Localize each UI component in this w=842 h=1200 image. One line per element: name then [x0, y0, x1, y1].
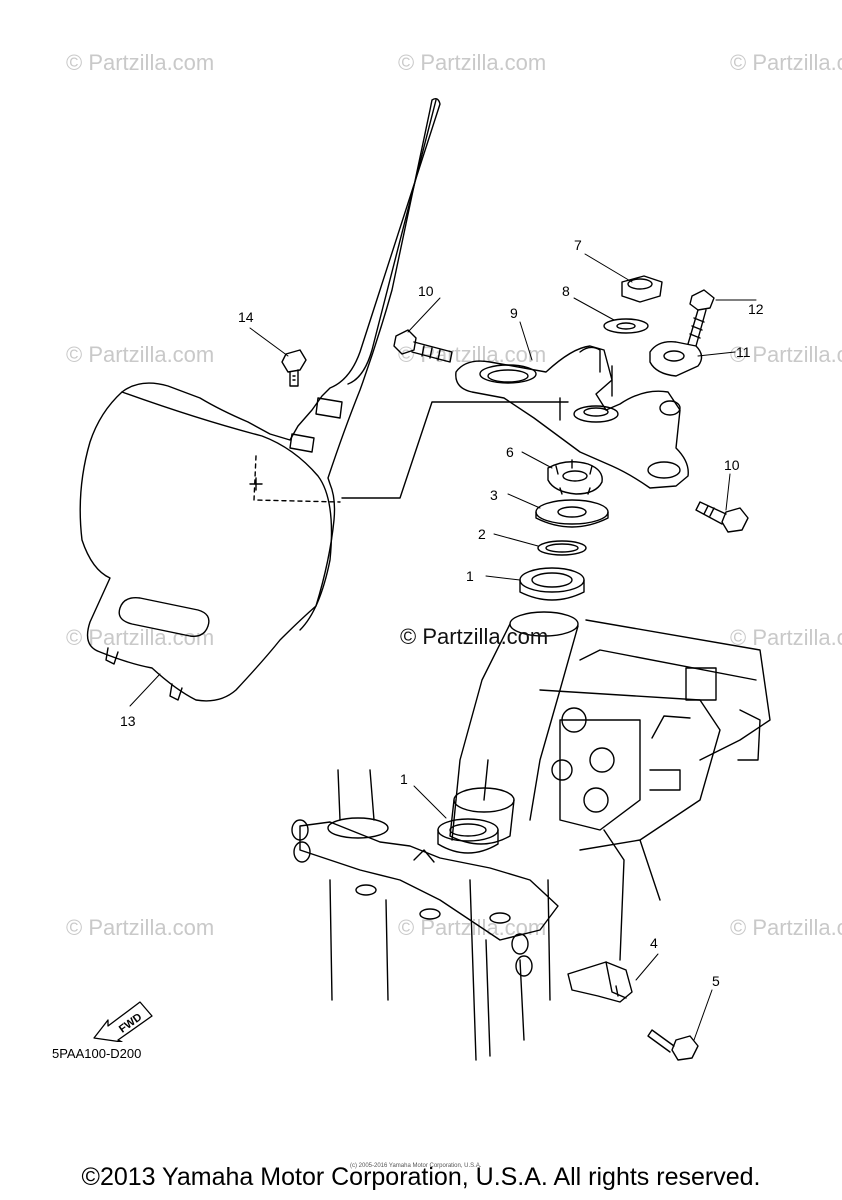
leader-line [341, 401, 569, 499]
callout-8: 8 [562, 283, 570, 299]
bolt-part-10-upper [393, 329, 453, 363]
watermark: © Partzilla.com [730, 50, 842, 75]
lower-bracket [291, 819, 559, 977]
callout-1-lower: 1 [400, 771, 408, 787]
callout-10-upper: 10 [418, 283, 434, 299]
ring-nut-part-6 [547, 459, 603, 495]
washer-part-2 [537, 540, 587, 556]
callout-9: 9 [510, 305, 518, 321]
callout-5: 5 [712, 973, 720, 989]
upper-bracket-part-9 [455, 345, 689, 489]
callout-1-upper: 1 [466, 568, 474, 584]
callout-12: 12 [748, 301, 764, 317]
holder-part-11 [649, 341, 703, 377]
washer-part-3 [535, 499, 609, 528]
bolt-part-14 [281, 349, 307, 387]
callout-leaders [129, 253, 757, 1041]
watermark-center: © Partzilla.com [400, 624, 549, 649]
bearing-part-1-upper [519, 567, 585, 601]
watermark: © Partzilla.com [66, 915, 215, 940]
bolt-part-10-lower [695, 501, 749, 533]
callout-14: 14 [238, 309, 254, 325]
callout-7: 7 [574, 237, 582, 253]
callout-6: 6 [506, 444, 514, 460]
fork-tube-right [469, 879, 551, 1061]
bolt-part-5 [647, 1029, 699, 1061]
watermark: © Partzilla.com [66, 50, 215, 75]
washer-part-8 [603, 318, 649, 334]
callout-10-lower: 10 [724, 457, 740, 473]
tiny-credit: (c) 2005-2016 Yamaha Motor Corporation, … [350, 1163, 482, 1169]
callout-4: 4 [650, 935, 658, 951]
guide-part-4 [567, 961, 633, 1003]
watermark: © Partzilla.com [730, 625, 842, 650]
bolt-part-12 [687, 289, 715, 347]
callout-3: 3 [490, 487, 498, 503]
diagram-code: 5PAA100-D200 [52, 1046, 142, 1061]
watermark: © Partzilla.com [730, 342, 842, 367]
watermark: © Partzilla.com [398, 50, 547, 75]
callout-11: 11 [736, 344, 751, 360]
callout-13: 13 [120, 713, 136, 729]
watermark: © Partzilla.com [66, 342, 215, 367]
callout-2: 2 [478, 526, 486, 542]
bearing-part-1-lower [437, 818, 499, 854]
nut-part-7 [621, 275, 663, 303]
frame-steering-head [455, 611, 771, 961]
copyright-notice: ©2013 Yamaha Motor Corporation, U.S.A. A… [81, 1163, 761, 1191]
fwd-arrow-icon: FWD [93, 1001, 153, 1042]
fork-tube-left [327, 769, 389, 1001]
number-plate-part-13 [79, 97, 441, 702]
steering-stem [449, 759, 515, 845]
watermark: © Partzilla.com [730, 915, 842, 940]
